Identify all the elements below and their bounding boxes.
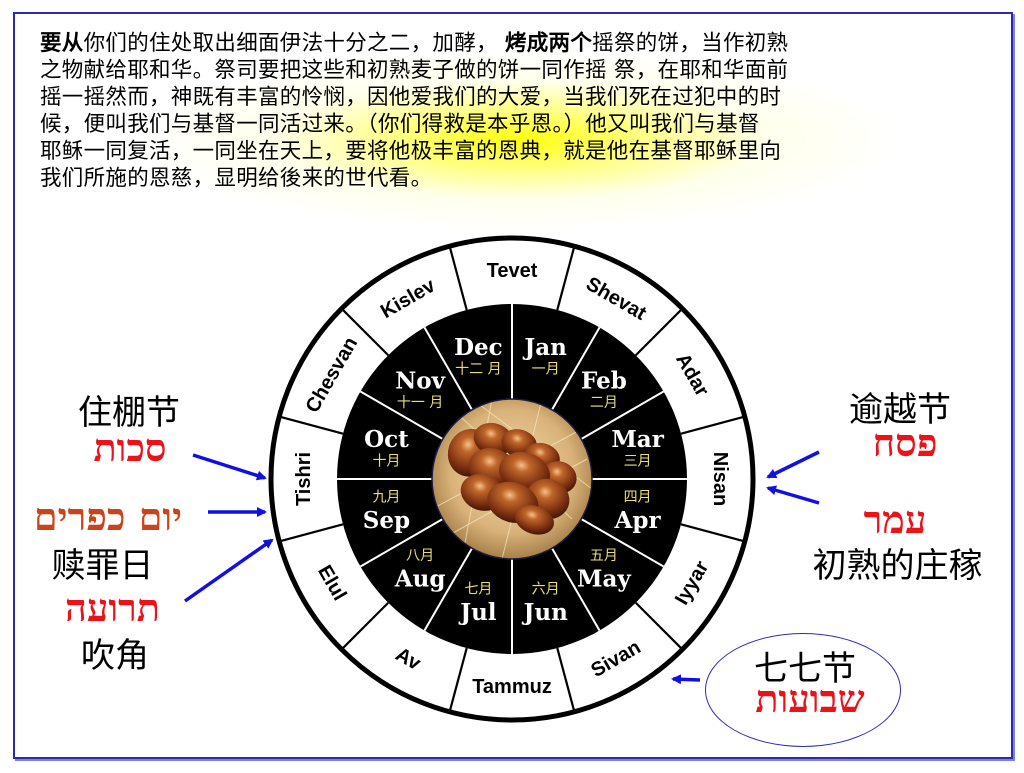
sukkot-chinese-label: 住棚节 [78, 393, 180, 433]
verse-text: 摇祭的饼，当作初熟 [592, 31, 789, 56]
yom-kippur-chinese-label: 赎罪日 [51, 546, 154, 586]
chinese-month-label: 四月 [624, 490, 652, 506]
gregorian-month-aug: Aug [394, 565, 446, 592]
gregorian-month-sep: Sep [363, 507, 410, 534]
hebrew-month-dividers [278, 245, 746, 713]
gregorian-month-feb: Feb [581, 368, 627, 395]
calendar-wheel: TevetShevatAdarNisanIyyarSivanTammuzAvEl… [268, 235, 756, 723]
chinese-month-label: 十月 [372, 453, 400, 469]
verse-line-6: 我们所施的恩慈，显明给後来的世代看。 [40, 166, 433, 191]
hebrew-month-tammuz: Tammuz [472, 676, 552, 698]
chinese-month-label: 九月 [372, 490, 400, 506]
chinese-month-label: 二月 [590, 395, 618, 411]
sukkot-hebrew-label: סכות [93, 425, 167, 470]
chinese-month-label: 一月 [532, 361, 560, 377]
verse-line-3: 摇一摇然而，神既有丰富的怜悯，因他爱我们的大爱，当我们死在过犯中的时 [40, 85, 782, 110]
gregorian-month-mar: Mar [611, 426, 664, 453]
teruah-arrow-icon [183, 538, 274, 603]
teruah-chinese-label: 吹角 [81, 636, 149, 676]
gregorian-month-oct: Oct [364, 426, 409, 453]
yom-kippur-hebrew-label: יום כפרים [33, 494, 183, 539]
chinese-month-label: 七月 [464, 582, 492, 598]
gregorian-month-dividers [337, 304, 687, 654]
gregorian-month-jun: Jun [521, 599, 568, 626]
shavuot-callout [705, 633, 901, 747]
hebrew-month-nisan: Nisan [709, 452, 731, 506]
scripture-text: 要从你们的住处取出细面伊法十分之二，加酵， 烤成两个摇祭的饼，当作初熟 之物献给… [40, 30, 980, 192]
hebrew-month-tishri: Tishri [293, 452, 315, 506]
sukkot-arrow-icon [192, 453, 267, 481]
verse-bold-text: 要从 [40, 31, 84, 56]
verse-line-2: 之物献给耶和华。祭司要把这些和初熟麦子做的饼一同作摇 祭，在耶和华面前 [40, 58, 789, 83]
verse-line-5: 耶稣一同复活，一同坐在天上，要将他极丰富的恩典，就是他在基督耶稣里向 [40, 139, 782, 164]
omer-hebrew-label: עמר [863, 497, 927, 542]
chinese-month-label: 八月 [406, 548, 434, 564]
chinese-month-label: 十二 月 [455, 361, 501, 377]
gregorian-month-may: May [577, 565, 631, 592]
omer-arrow-icon [766, 485, 820, 505]
hebrew-month-tevet: Tevet [487, 260, 538, 282]
shavuot-chinese-label: 七七节 [754, 649, 856, 689]
teruah-hebrew-label: תרועה [65, 585, 160, 630]
chinese-month-label: 三月 [624, 453, 652, 469]
chinese-month-label: 十一 月 [397, 395, 443, 411]
pesach-hebrew-label: פסח [872, 420, 938, 465]
pesach-chinese-label: 逾越节 [849, 390, 951, 430]
gregorian-month-dec: Dec [454, 334, 503, 361]
shavuot-hebrew-label: שבועות [755, 676, 865, 721]
verse-text: 你们的住处取出细面伊法十分之二，加酵， [83, 31, 498, 56]
chinese-month-label: 五月 [590, 548, 618, 564]
gregorian-month-jul: Jul [458, 599, 497, 626]
omer-chinese-label: 初熟的庄稼 [812, 546, 983, 586]
gregorian-month-nov: Nov [395, 368, 445, 395]
challah-bread-image [432, 399, 592, 559]
gregorian-month-jan: Jan [522, 334, 567, 361]
pesach-arrow-icon [766, 450, 820, 479]
verse-line-1: 要从你们的住处取出细面伊法十分之二，加酵， 烤成两个摇祭的饼，当作初熟 [40, 30, 980, 57]
shavuot-arrow-icon [671, 674, 701, 685]
verse-line-4: 候，便叫我们与基督一同活过来。（你们得救是本乎恩。）他又叫我们与基督 [40, 112, 760, 137]
gregorian-month-apr: Apr [614, 507, 662, 534]
chinese-month-label: 六月 [532, 582, 560, 598]
verse-bold-text: 烤成两个 [504, 31, 593, 56]
